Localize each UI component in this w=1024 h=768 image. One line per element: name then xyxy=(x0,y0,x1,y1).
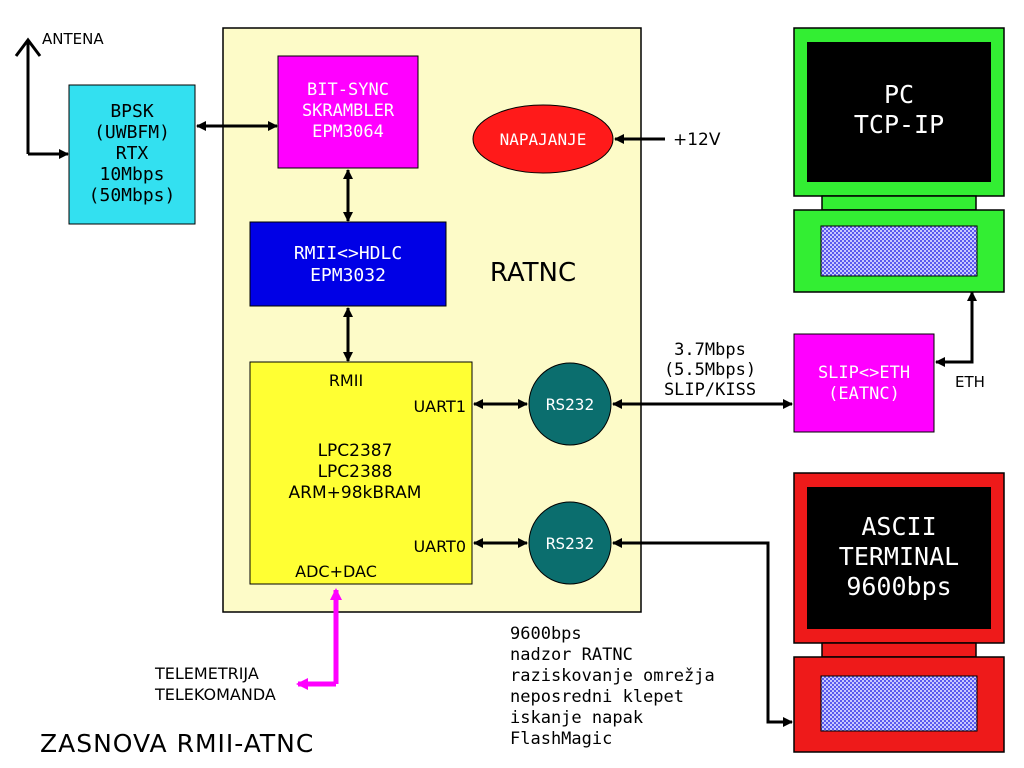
terminal-line1: ASCII xyxy=(861,512,936,541)
mcu-line2: LPC2388 xyxy=(318,462,393,482)
pc-line2: TCP-IP xyxy=(854,110,944,139)
rs232-1-label: RS232 xyxy=(546,395,594,414)
mcu-line1: LPC2387 xyxy=(318,441,393,461)
link-line1: 3.7Mbps xyxy=(674,340,746,360)
bpsk-line4: 10Mbps xyxy=(99,164,164,185)
note-6: FlashMagic xyxy=(510,729,612,749)
terminal-line2: TERMINAL xyxy=(839,542,959,571)
mcu-uart1: UART1 xyxy=(413,397,466,416)
bpsk-line1: BPSK xyxy=(110,101,154,122)
terminal-line3: 9600bps xyxy=(846,572,951,601)
bitsync-block: BIT-SYNC SKRAMBLER EPM3064 xyxy=(277,55,419,169)
telemetry-line1: TELEMETRIJA xyxy=(154,664,259,683)
note-3: raziskovanje omrežja xyxy=(510,666,715,686)
power-label: +12V xyxy=(673,130,721,150)
note-5: iskanje napak xyxy=(510,708,643,728)
link-line3: SLIP/KISS xyxy=(664,380,756,400)
hdlc-line2: EPM3032 xyxy=(310,265,386,286)
rs232-1: RS232 xyxy=(528,362,612,446)
bpsk-line5: (50Mbps) xyxy=(89,185,176,206)
bpsk-line2: (UWBFM) xyxy=(94,122,170,143)
diagram-title: ZASNOVA RMII-ATNC xyxy=(40,729,314,758)
slip-line1: SLIP<>ETH xyxy=(818,363,910,383)
note-4: neposredni klepet xyxy=(510,687,684,707)
eth-label: ETH xyxy=(955,373,985,391)
terminal-notes: 9600bps nadzor RATNC raziskovanje omrežj… xyxy=(510,624,715,749)
mcu-uart0: UART0 xyxy=(413,537,466,556)
rs232-2-label: RS232 xyxy=(546,534,594,553)
mcu-rmii: RMII xyxy=(329,371,363,390)
ascii-terminal-icon: ASCII TERMINAL 9600bps xyxy=(793,472,1005,753)
antenna-label: ANTENA xyxy=(42,30,104,48)
hdlc-line1: RMII<>HDLC xyxy=(294,243,402,264)
pc-line1: PC xyxy=(884,80,914,109)
bitsync-line3: EPM3064 xyxy=(312,122,384,142)
slip-line2: (EATNC) xyxy=(828,384,900,404)
bitsync-line2: SKRAMBLER xyxy=(302,101,395,121)
link-line2: (5.5Mbps) xyxy=(664,360,756,380)
napajanje-label: NAPAJANJE xyxy=(500,130,587,149)
antenna-icon xyxy=(14,37,69,159)
telemetry-line2: TELEKOMANDA xyxy=(154,685,276,704)
pc-computer-icon: PC TCP-IP xyxy=(793,27,1005,293)
mcu-block: RMII UART1 LPC2387 LPC2388 ARM+98kBRAM U… xyxy=(249,361,473,585)
hdlc-block: RMII<>HDLC EPM3032 xyxy=(249,221,447,307)
rs232-2: RS232 xyxy=(528,501,612,585)
mcu-line3: ARM+98kBRAM xyxy=(289,483,422,503)
bpsk-line3: RTX xyxy=(116,143,149,164)
bpsk-block: BPSK (UWBFM) RTX 10Mbps (50Mbps) xyxy=(68,84,196,225)
note-2: nadzor RATNC xyxy=(510,645,633,665)
slip-block: SLIP<>ETH (EATNC) xyxy=(793,333,935,433)
mcu-adc: ADC+DAC xyxy=(295,562,377,581)
note-1: 9600bps xyxy=(510,624,582,644)
eth-link xyxy=(935,291,977,367)
ratnc-label: RATNC xyxy=(490,258,576,288)
bitsync-line1: BIT-SYNC xyxy=(307,80,389,100)
rs232-terminal-link xyxy=(612,538,793,727)
napajanje-block: NAPAJANJE xyxy=(472,104,614,174)
